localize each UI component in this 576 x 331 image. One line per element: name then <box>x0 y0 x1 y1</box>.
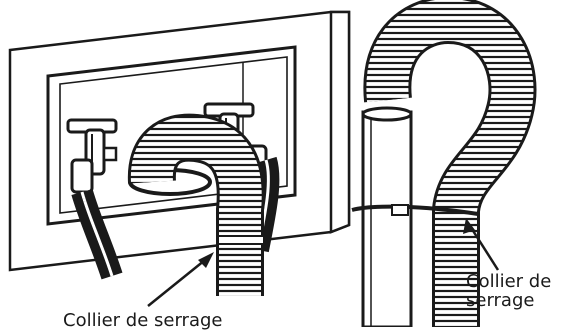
standpipe <box>363 108 411 327</box>
callout-label-left: Collier de serrage <box>63 311 222 330</box>
callout-label-right-line1: Collier de <box>466 272 551 291</box>
callout-label-right: Collier de serrage <box>466 272 551 310</box>
hose-clamp <box>218 236 264 244</box>
callout-arrow-left <box>148 252 214 306</box>
callout-label-right-line2: serrage <box>466 291 551 310</box>
